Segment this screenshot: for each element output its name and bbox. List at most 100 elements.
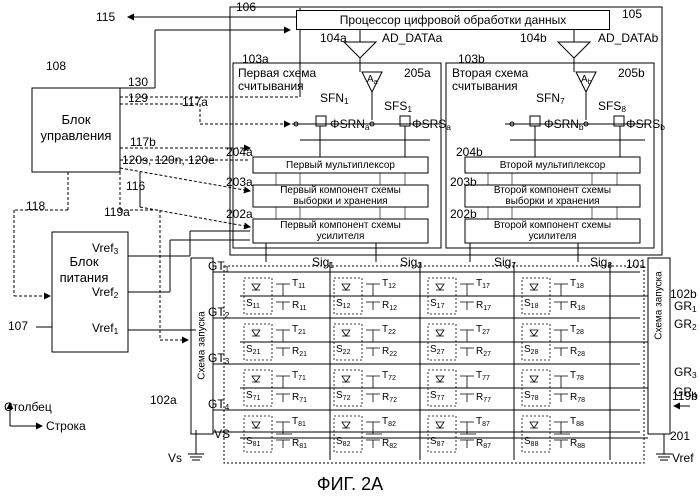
r-label-78: R78 bbox=[570, 392, 585, 406]
sig-label-8-text: Sig bbox=[590, 255, 607, 269]
r-label-88: R88 bbox=[570, 438, 585, 452]
transistor-icon bbox=[554, 422, 570, 448]
t-label-78: T78 bbox=[570, 370, 584, 384]
sh-a-line1: Первый компонент схемы bbox=[253, 185, 428, 196]
s-label-88: S88 bbox=[524, 436, 538, 450]
transistor-icon bbox=[366, 284, 382, 310]
s-label-81-sub: 81 bbox=[253, 441, 261, 448]
vref-ground-label: Vref bbox=[672, 452, 694, 465]
r-label-28-sub: 28 bbox=[577, 351, 585, 358]
sfn1-label: SFN1 bbox=[320, 92, 349, 108]
r-label-81-sub: 81 bbox=[299, 443, 307, 450]
s-label-81: S81 bbox=[246, 436, 260, 450]
phi-srsb-text: ΦSRS bbox=[626, 117, 660, 131]
r-label-12-sub: 12 bbox=[389, 305, 397, 312]
t-label-11-sub: 11 bbox=[298, 283, 305, 290]
vref3-label: Vref3 bbox=[92, 242, 118, 258]
sig-label-1: Sig1 bbox=[312, 256, 334, 272]
t-label-77: T77 bbox=[476, 370, 490, 384]
r-label-21-sub: 21 bbox=[299, 351, 307, 358]
r-label-18-sub: 18 bbox=[577, 305, 585, 312]
sig-label-1-text: Sig bbox=[312, 255, 329, 269]
t-label-18: T18 bbox=[570, 278, 584, 292]
sig-label-8: Sig8 bbox=[590, 256, 612, 272]
s-label-27-text: S bbox=[430, 344, 437, 355]
amp-block-a-label: Первый компонент схемы усилителя bbox=[253, 220, 428, 242]
r-label-12: R12 bbox=[382, 300, 397, 314]
amp-block-b-line1: Второй компонент схемы bbox=[465, 220, 640, 231]
gt-label-4-sub: 4 bbox=[225, 402, 230, 412]
s-label-77-text: S bbox=[430, 390, 437, 401]
readout-b-title: Вторая схема считывания bbox=[452, 67, 528, 93]
vref2-text: Vref bbox=[92, 285, 114, 299]
t-label-82-sub: 82 bbox=[388, 421, 396, 428]
ref-201: 201 bbox=[670, 430, 690, 443]
gt-label-1-sub: 1 bbox=[225, 264, 230, 274]
sig-label-8-sub: 8 bbox=[607, 260, 612, 270]
ref-119a: 119a bbox=[104, 206, 130, 219]
transistor-icon bbox=[366, 330, 382, 356]
s-label-12: S12 bbox=[336, 298, 350, 312]
phi-srna-label: ΦSRNa bbox=[330, 118, 370, 134]
axis-column-label: Столбец bbox=[4, 401, 52, 414]
t-label-82: T82 bbox=[382, 416, 396, 430]
s-label-18: S18 bbox=[524, 298, 538, 312]
t-label-88-sub: 88 bbox=[576, 421, 584, 428]
photodiode-icon bbox=[342, 284, 350, 290]
s-label-17-sub: 17 bbox=[437, 303, 445, 310]
gt-label-3-sub: 3 bbox=[225, 356, 230, 366]
s-label-82: S82 bbox=[336, 436, 350, 450]
gt-label-4: GT4 bbox=[208, 398, 229, 414]
t-label-72-sub: 72 bbox=[388, 375, 396, 382]
ref-116: 116 bbox=[126, 180, 145, 193]
s-label-88-text: S bbox=[524, 436, 531, 447]
r-label-82: R82 bbox=[382, 438, 397, 452]
vref1-text: Vref bbox=[92, 321, 114, 335]
gr-label-4: GR4 bbox=[674, 386, 697, 402]
amp-b-text: A bbox=[581, 74, 588, 85]
transistor-icon bbox=[276, 284, 292, 310]
phi-srsa-text: ΦSRS bbox=[412, 117, 446, 131]
sh-b-label: Второй компонент схемы выборки и хранени… bbox=[465, 185, 640, 207]
t-label-28-sub: 28 bbox=[576, 329, 584, 336]
t-label-18-sub: 18 bbox=[576, 283, 584, 290]
r-label-17-sub: 17 bbox=[483, 305, 491, 312]
transistor-icon bbox=[460, 376, 476, 402]
ref-103b: 103b bbox=[458, 53, 485, 66]
sh-b-line1: Второй компонент схемы bbox=[465, 185, 640, 196]
r-label-11: R11 bbox=[292, 300, 307, 314]
t-label-22: T22 bbox=[382, 324, 396, 338]
s-label-88-sub: 88 bbox=[531, 441, 539, 448]
t-label-87-sub: 87 bbox=[482, 421, 490, 428]
r-label-71-sub: 71 bbox=[299, 397, 307, 404]
s-label-28-sub: 28 bbox=[531, 349, 539, 356]
r-label-72: R72 bbox=[382, 392, 397, 406]
ref-105: 105 bbox=[622, 8, 642, 21]
amp-block-a-line2: усилителя bbox=[253, 231, 428, 242]
sfn7-text: SFN bbox=[536, 91, 560, 105]
ref-101: 101 bbox=[626, 258, 646, 271]
s-label-12-text: S bbox=[336, 298, 343, 309]
photodiode-icon bbox=[252, 330, 260, 336]
phi-srna-sub: a bbox=[365, 122, 370, 132]
vref2-sub: 2 bbox=[114, 290, 119, 300]
ad-data-b: AD_DATAb bbox=[598, 32, 658, 45]
sh-a-line2: выборки и хранения bbox=[253, 196, 428, 207]
sfn7-label: SFN7 bbox=[536, 92, 565, 108]
r-label-22-sub: 22 bbox=[389, 351, 397, 358]
gr-label-4-text: GR bbox=[674, 385, 692, 399]
r-label-78-sub: 78 bbox=[577, 397, 585, 404]
s-label-28-text: S bbox=[524, 344, 531, 355]
amp-a-text: A bbox=[367, 74, 374, 85]
s-label-17-text: S bbox=[430, 298, 437, 309]
r-label-18: R18 bbox=[570, 300, 585, 314]
ref-204b: 204b bbox=[456, 146, 483, 159]
s-label-82-text: S bbox=[336, 436, 343, 447]
readout-a-title: Первая схема считывания bbox=[238, 67, 316, 93]
gt-label-1-text: GT bbox=[208, 259, 225, 273]
photodiode-icon bbox=[342, 422, 350, 428]
s-label-11: S11 bbox=[246, 298, 260, 312]
sfn1-sub: 1 bbox=[344, 96, 349, 106]
s-label-18-sub: 18 bbox=[531, 303, 539, 310]
s-label-87-sub: 87 bbox=[437, 441, 445, 448]
